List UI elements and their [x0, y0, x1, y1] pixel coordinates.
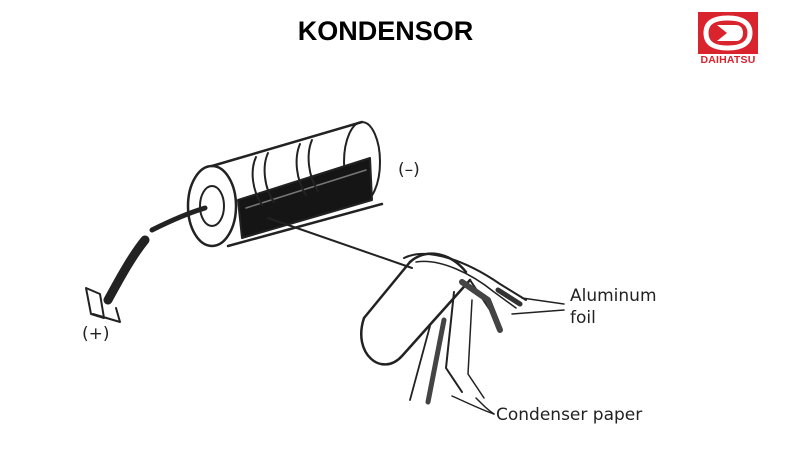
condenser-paper-label: Condenser paper: [496, 405, 643, 425]
daihatsu-logo: DAIHATSU: [693, 12, 763, 66]
foil-roll-detail: [360, 252, 527, 405]
negative-terminal-label: (–): [398, 160, 420, 180]
aluminum-foil-label-line1: Aluminum: [570, 286, 657, 306]
daihatsu-logo-text: DAIHATSU: [700, 54, 756, 66]
lead-wire: [85, 205, 208, 323]
daihatsu-logo-mark-icon: [698, 12, 758, 54]
condenser-cylinder: [186, 120, 384, 248]
aluminum-foil-label-line2: foil: [570, 308, 596, 328]
positive-terminal-label: (+): [82, 324, 110, 344]
page-title: KONDENSOR: [297, 16, 474, 46]
